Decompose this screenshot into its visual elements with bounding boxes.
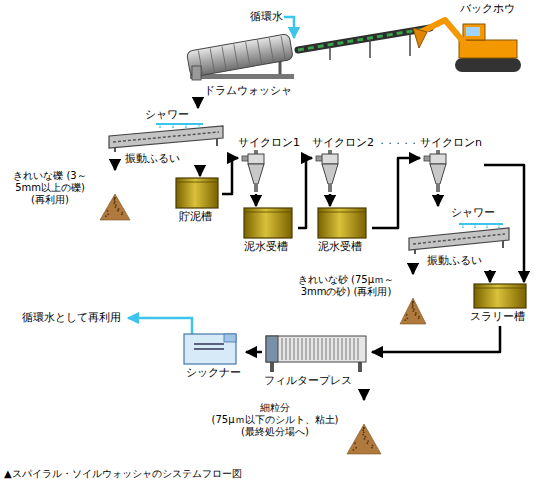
flow-pipe bbox=[489, 270, 492, 282]
flow-pipe bbox=[199, 167, 202, 176]
flow-pipe bbox=[372, 326, 500, 352]
cyclone: サイクロン2 bbox=[312, 136, 376, 194]
filter-press: フィルタープレス bbox=[262, 330, 372, 389]
cyclone: サイクロン1 bbox=[238, 136, 302, 194]
mud-storage-tank: 貯泥槽 bbox=[172, 176, 222, 226]
thickener: シックナー bbox=[176, 330, 246, 382]
equipment-label: スラリー槽 bbox=[470, 310, 525, 323]
equipment-label: サイクロン1 bbox=[238, 136, 300, 149]
flow-pipe bbox=[114, 167, 117, 170]
product-label: きれいな砂 (75μｍ～3mmの砂) (再利用) bbox=[296, 274, 396, 298]
equipment-label: サイクロン2 bbox=[312, 136, 374, 149]
equipment-label: シャワー bbox=[145, 108, 189, 121]
equipment-label: ドラムウォッシャ bbox=[204, 84, 292, 97]
flow-pipe bbox=[437, 194, 440, 206]
equipment-label: 貯泥槽 bbox=[179, 210, 212, 223]
product-label: きれいな礫 (3～5mm以上の礫) (再利用) bbox=[4, 170, 96, 206]
equipment-label: バックホウ bbox=[460, 2, 515, 15]
cyclone: サイクロンn bbox=[420, 136, 484, 194]
equipment-label: 泥水受槽 bbox=[244, 240, 288, 253]
flow-pipe bbox=[363, 389, 366, 400]
flow-pipe bbox=[329, 194, 332, 206]
equipment-label: サイクロンn bbox=[420, 136, 482, 149]
belt-conveyor bbox=[298, 28, 430, 60]
vibrating-screen: シャワー振動ふるい bbox=[405, 206, 515, 270]
equipment-label: 振動ふるい bbox=[427, 254, 482, 267]
equipment-label: シャワー bbox=[451, 206, 495, 219]
gravel-pile: きれいな礫 (3～5mm以上の礫) (再利用) bbox=[4, 170, 132, 224]
flow-pipe bbox=[222, 158, 238, 194]
water-label: 循環水 bbox=[250, 10, 283, 23]
backhoe: バックホウ bbox=[405, 2, 533, 77]
receiving-tank: 泥水受槽 bbox=[238, 206, 298, 258]
fines-pile: 細粒分 (75μｍ以下のシルト、粘土) (最終処分場へ) bbox=[209, 400, 384, 458]
flow-pipe bbox=[298, 158, 312, 228]
equipment-label: フィルタープレス bbox=[264, 374, 352, 387]
flow-pipe bbox=[412, 270, 415, 274]
equipment-label: シックナー bbox=[186, 366, 241, 379]
drum-washer: ドラムウォッシャ bbox=[180, 28, 305, 99]
flow-pipe bbox=[197, 99, 200, 108]
reuse-water-arrow bbox=[128, 318, 192, 334]
caption: ▲スパイラル・ソイルウォッシャのシステムフロー図 bbox=[4, 468, 242, 480]
equipment-label: 泥水受槽 bbox=[318, 240, 362, 253]
water-label: 循環水として再利用 bbox=[22, 311, 121, 324]
vibrating-screen: シャワー振動ふるい bbox=[105, 108, 230, 167]
flow-pipe bbox=[255, 194, 258, 206]
product-label: 細粒分 (75μｍ以下のシルト、粘土) (最終処分場へ) bbox=[209, 402, 341, 438]
slurry-tank: スラリー槽 bbox=[468, 282, 530, 326]
ellipsis-label: ・・・・・ bbox=[378, 139, 418, 149]
flow-pipe bbox=[246, 351, 262, 354]
sand-pile: きれいな砂 (75μｍ～3mmの砂) (再利用) bbox=[296, 274, 428, 328]
flow-pipe bbox=[372, 158, 420, 228]
receiving-tank: 泥水受槽 bbox=[312, 206, 372, 258]
equipment-label: 振動ふるい bbox=[125, 152, 180, 165]
